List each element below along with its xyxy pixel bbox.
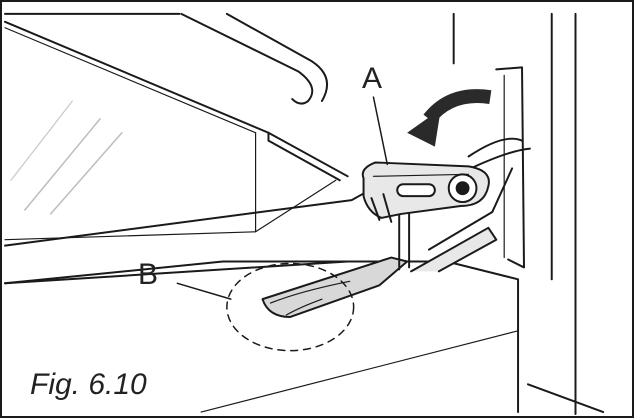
oven-door-panel	[4, 12, 371, 285]
callout-a-label: A	[362, 62, 383, 95]
callout-b-label: B	[138, 258, 159, 291]
callout-b-leader	[176, 282, 232, 300]
hinge-slot	[226, 256, 409, 352]
figure-caption: Fig. 6.10	[30, 368, 147, 401]
door-handle	[180, 12, 329, 105]
callout-a-leader	[372, 96, 389, 166]
oven-frame	[452, 12, 605, 416]
curved-arrow-icon	[407, 89, 492, 147]
hinge-lever	[361, 161, 490, 223]
